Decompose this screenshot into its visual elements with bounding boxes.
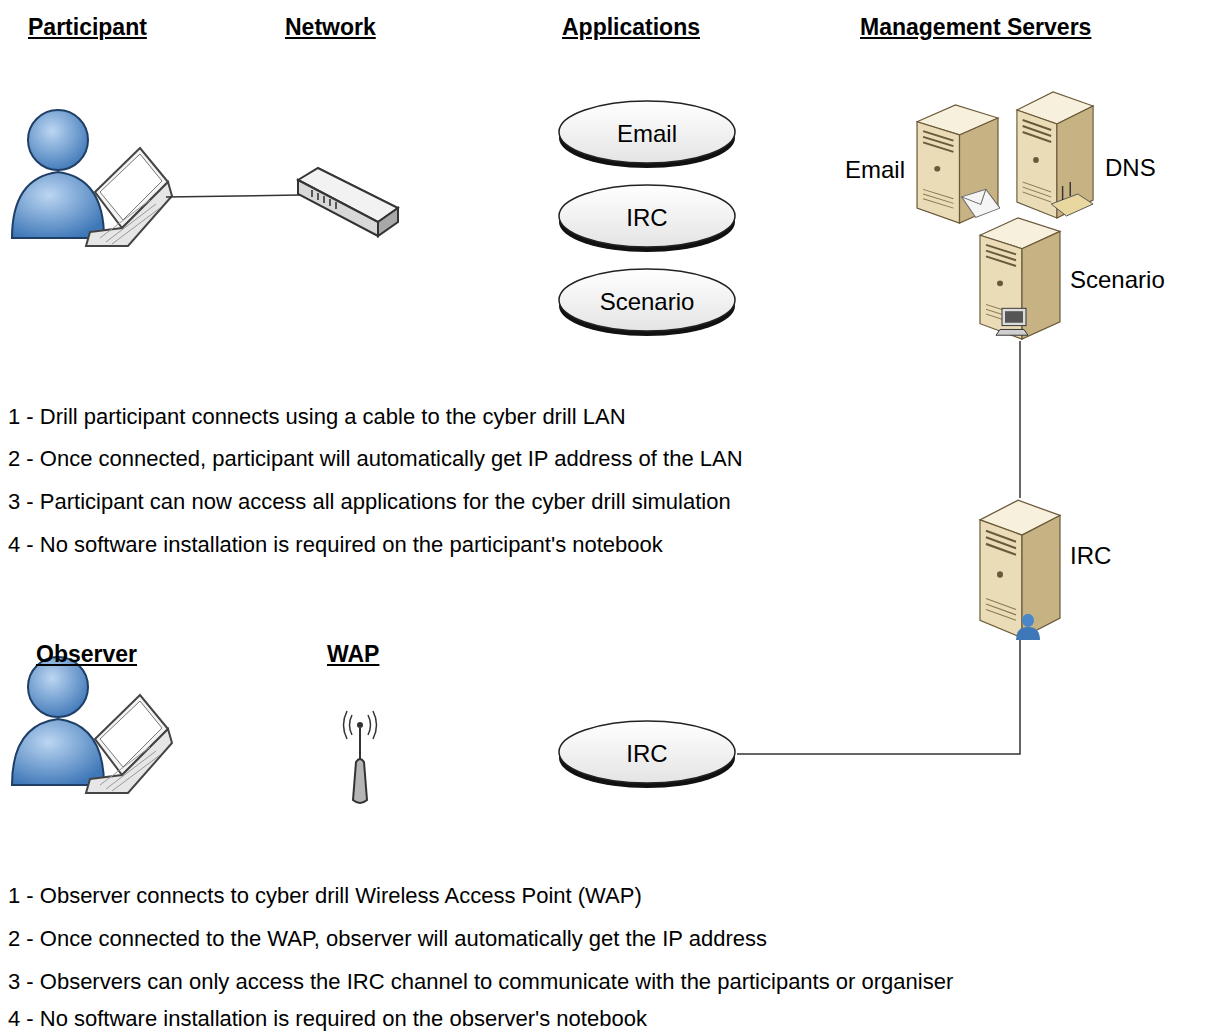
application-ellipse: Scenario bbox=[557, 266, 737, 338]
application-ellipse: IRC bbox=[557, 182, 737, 254]
server-name: IRC bbox=[1070, 542, 1111, 570]
observer-icon bbox=[12, 657, 172, 793]
server-node: Email bbox=[915, 103, 1000, 225]
application-ellipse: IRC bbox=[557, 718, 737, 790]
network-link bbox=[737, 640, 1020, 754]
server-node: IRC bbox=[978, 498, 1062, 640]
server-icon bbox=[978, 498, 1062, 640]
step-note: 2 - Once connected to the WAP, observer … bbox=[8, 926, 767, 952]
server-name: DNS bbox=[1105, 154, 1156, 182]
participant-icon bbox=[12, 110, 172, 246]
server-node: DNS bbox=[1015, 90, 1095, 220]
network-link bbox=[1019, 341, 1021, 498]
column-heading: Participant bbox=[28, 14, 147, 41]
server-icon bbox=[915, 103, 1000, 225]
column-heading: Applications bbox=[562, 14, 700, 41]
step-note: 1 - Observer connects to cyber drill Wir… bbox=[8, 883, 642, 909]
application-name: Email bbox=[557, 98, 737, 170]
step-note: 4 - No software installation is required… bbox=[8, 532, 663, 558]
application-ellipse: Email bbox=[557, 98, 737, 170]
server-name: Email bbox=[845, 156, 905, 184]
column-heading: Network bbox=[285, 14, 376, 41]
server-node: Scenario bbox=[978, 216, 1062, 341]
column-heading: Management Servers bbox=[860, 14, 1091, 41]
step-note: 3 - Participant can now access all appli… bbox=[8, 489, 731, 515]
application-name: Scenario bbox=[557, 266, 737, 338]
server-icon bbox=[978, 216, 1062, 341]
column-heading: Observer bbox=[36, 641, 137, 668]
server-icon bbox=[1015, 90, 1095, 220]
column-heading: WAP bbox=[327, 641, 379, 668]
step-note: 3 - Observers can only access the IRC ch… bbox=[8, 969, 953, 995]
server-name: Scenario bbox=[1070, 266, 1165, 294]
step-note: 4 - No software installation is required… bbox=[8, 1006, 647, 1032]
switch-icon bbox=[298, 168, 398, 236]
application-name: IRC bbox=[557, 182, 737, 254]
wap-icon bbox=[344, 711, 377, 803]
step-note: 2 - Once connected, participant will aut… bbox=[8, 446, 743, 472]
application-name: IRC bbox=[557, 718, 737, 790]
step-note: 1 - Drill participant connects using a c… bbox=[8, 404, 626, 430]
lan-cable bbox=[166, 195, 300, 197]
